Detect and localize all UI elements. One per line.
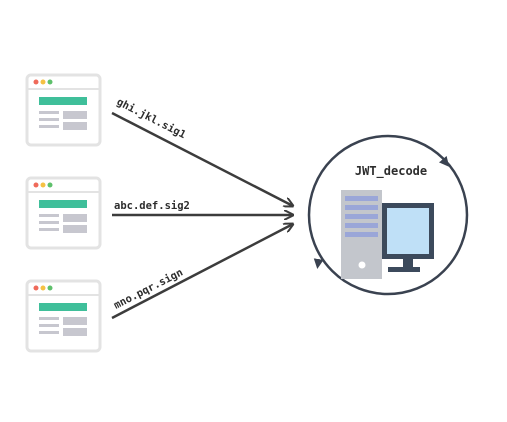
arrow-1 — [111, 111, 293, 206]
server-tower-icon — [341, 190, 382, 279]
monitor-icon — [382, 203, 434, 272]
browser-window-2 — [25, 176, 102, 250]
server-cycle-circle — [307, 134, 469, 296]
browser-window-3 — [25, 279, 102, 353]
token-label-3: mno.pqr.sign — [112, 267, 185, 312]
token-label-2: abc.def.sig2 — [114, 200, 190, 212]
server-label: JWT_decode — [355, 164, 427, 179]
arrow-3 — [111, 224, 293, 320]
browser-window-1 — [25, 73, 102, 147]
